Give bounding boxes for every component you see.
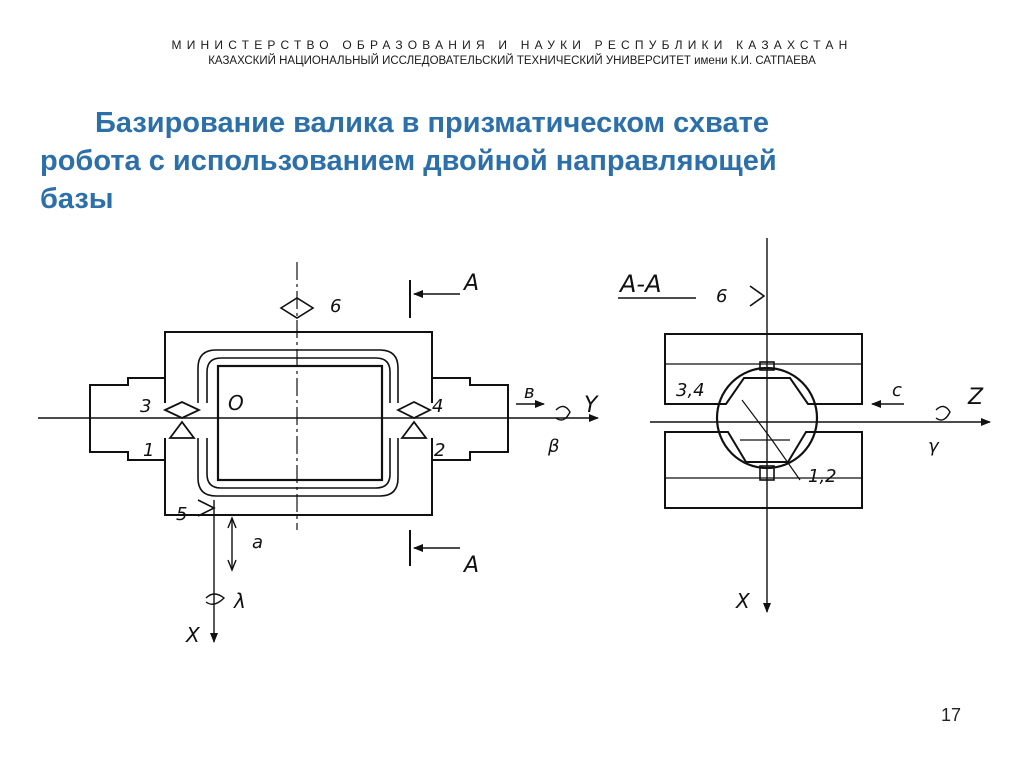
label-6-right: 6 [716,286,727,307]
title-line-1: Базирование валика в призматическом схва… [95,107,769,139]
upper-jaw [664,333,863,405]
gripper-lower-frame [164,438,433,516]
label-origin: O [228,391,244,415]
shaft-right-journal [432,377,509,461]
label-3-4: 3,4 [676,380,705,401]
support-point-6 [279,297,315,319]
label-a: a [252,532,263,553]
slide-title: Базирование валика в призматическом схва… [40,104,940,218]
shaft-left-journal [89,377,165,461]
label-axis-x-right: X [735,589,751,613]
label-beta: β [547,436,560,457]
shaft-body [216,364,384,482]
university-header: КАЗАХСКИЙ НАЦИОНАЛЬНЫЙ ИССЛЕДОВАТЕЛЬСКИЙ… [208,55,816,67]
gripper-inner-channel-lower [197,438,399,497]
support-point-1 [168,420,196,439]
support-point-2 [400,420,428,439]
label-lambda: λ [233,589,246,613]
section-mark-bottom: A [462,553,479,578]
label-1-2: 1,2 [808,466,837,487]
support-point-4 [395,400,433,420]
title-line-3: базы [40,183,114,215]
right-view-labels: A-A 6 3,4 1,2 c γ Z X [618,270,984,613]
gripper-inner-channel [197,349,399,403]
left-view [38,262,599,643]
section-mark-top: A [462,271,479,296]
label-1: 1 [143,440,154,461]
left-view-labels: A A 6 3 1 4 2 5 O в β Y a λ X [140,271,599,647]
section-title-aa: A-A [618,270,662,298]
label-3: 3 [140,396,151,417]
support-point-5 [197,499,216,517]
ministry-header: МИНИСТЕРСТВО ОБРАЗОВАНИЯ И НАУКИ РЕСПУБЛ… [171,38,853,52]
rotation-lambda [205,593,226,605]
title-line-2: робота с использованием двойной направля… [40,145,777,177]
shaft-cross-section [715,366,819,470]
rotation-gamma [935,405,951,421]
label-gamma: γ [928,436,940,457]
right-view [618,238,991,613]
label-axis-x-left: X [185,623,201,647]
gripper-upper-frame [164,331,433,403]
label-c: c [892,380,902,401]
label-axis-y: Y [584,393,599,418]
rotation-beta [555,405,571,421]
label-2: 2 [434,440,445,461]
support-point-3 [162,401,202,419]
label-6-left: 6 [330,296,341,317]
label-4: 4 [432,396,443,417]
label-axis-z: Z [967,385,984,410]
label-b: в [524,382,535,403]
label-5: 5 [176,504,187,525]
page-number: 17 [941,705,962,725]
